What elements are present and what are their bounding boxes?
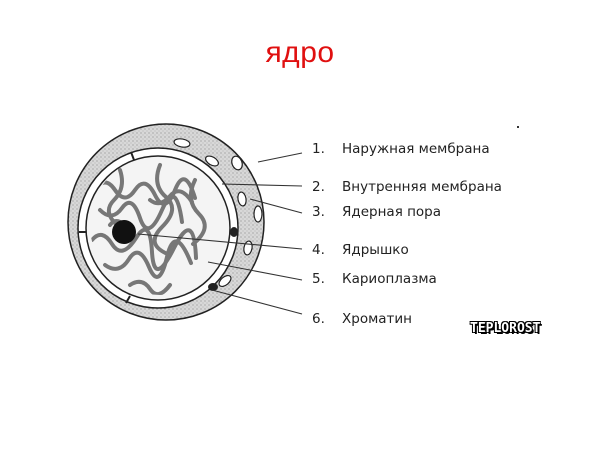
label-number: 3. bbox=[312, 204, 325, 220]
label-nucleolus: 4. Ядрышко bbox=[312, 242, 409, 258]
label-text: Внутренняя мембрана bbox=[342, 179, 502, 195]
label-inner-membrane: 2. Внутренняя мембрана bbox=[312, 179, 502, 195]
label-number: 5. bbox=[312, 271, 325, 287]
nucleolus bbox=[112, 220, 136, 244]
label-number: 6. bbox=[312, 311, 325, 327]
label-outer-membrane: 1. Наружная мембрана bbox=[312, 141, 490, 157]
label-text: Хроматин bbox=[342, 311, 412, 327]
label-text: Наружная мембрана bbox=[342, 141, 490, 157]
label-nuclear-pore: 3. Ядерная пора bbox=[312, 204, 441, 220]
label-text: Ядерная пора bbox=[342, 204, 442, 220]
watermark: TEPLOROST bbox=[470, 321, 541, 336]
label-chromatin: 6. Хроматин bbox=[312, 311, 412, 327]
leader-lines bbox=[137, 152, 303, 315]
label-karyoplasm: 5. Кариоплазма bbox=[312, 271, 437, 287]
label-number: 1. bbox=[312, 141, 325, 157]
label-text: Ядрышко bbox=[342, 242, 409, 258]
chromatin bbox=[90, 163, 207, 295]
label-number: 2. bbox=[312, 179, 325, 195]
label-text: Кариоплазма bbox=[342, 271, 437, 287]
label-number: 4. bbox=[312, 242, 325, 258]
diagram-title: ядро bbox=[265, 36, 335, 69]
stray-dot bbox=[517, 126, 519, 128]
